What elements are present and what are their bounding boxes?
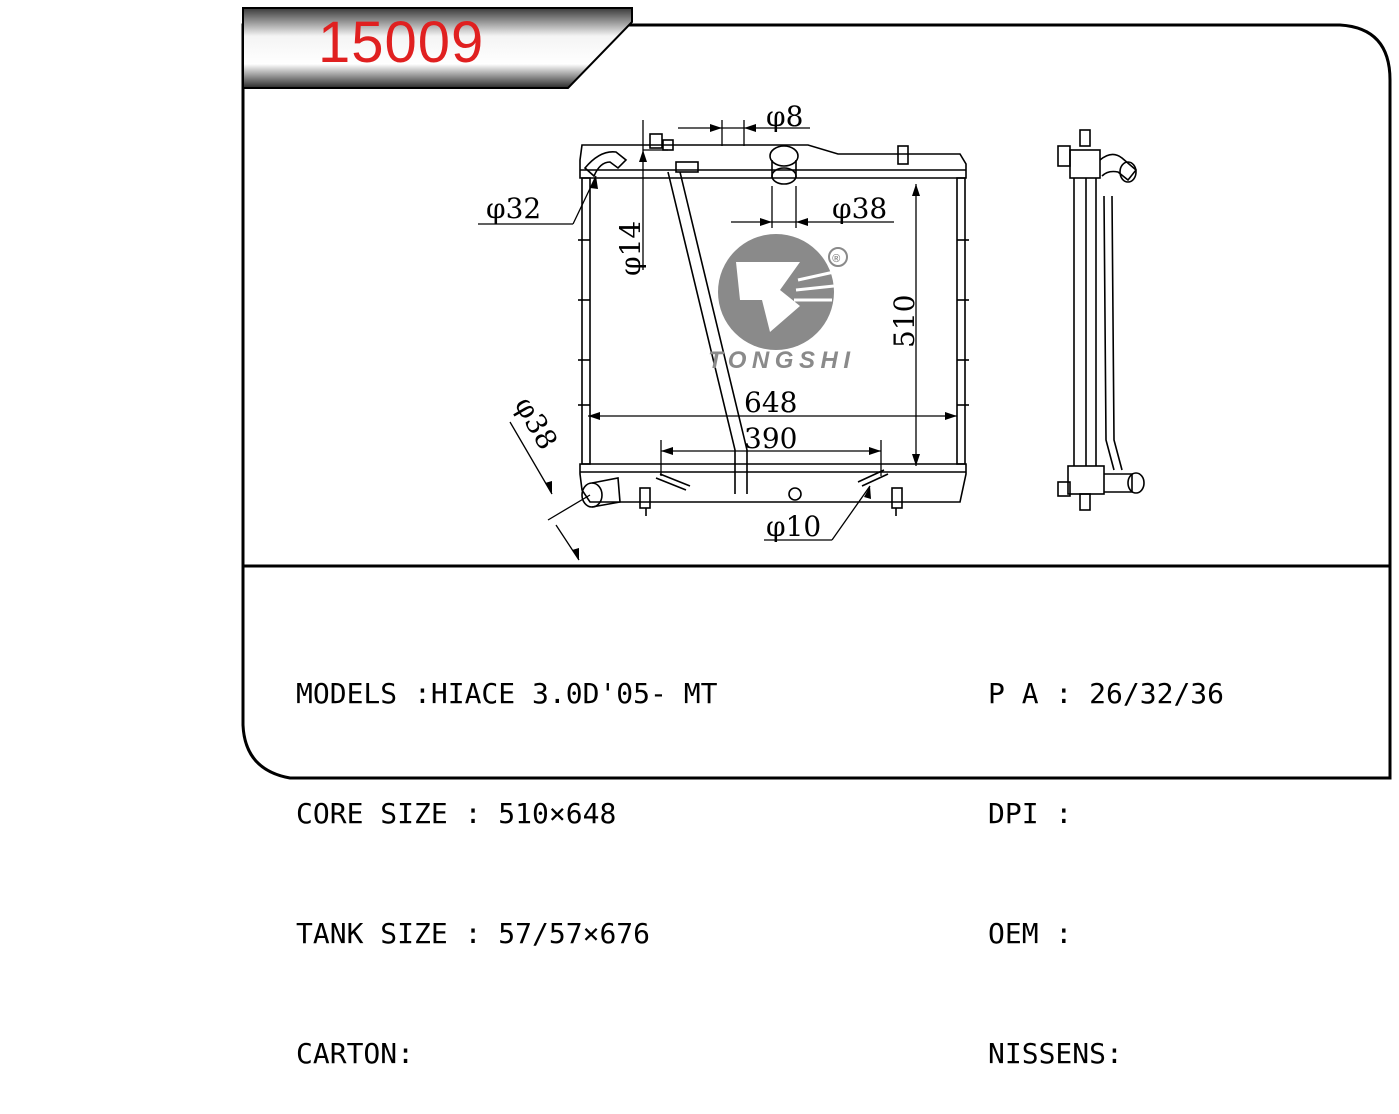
dim-phi-10: φ10 xyxy=(766,510,821,543)
dim-phi-8: φ8 xyxy=(766,100,803,133)
dim-width-648: 648 xyxy=(744,386,797,419)
spec-value: 57/57×676 xyxy=(498,917,651,950)
specs-left: MODELS :HIACE 3.0D'05- MT CORE SIZE : 51… xyxy=(296,594,717,1114)
specs-right: P A : 26/32/36 DPI : OEM : NISSENS: xyxy=(988,594,1224,1114)
spec-label: CARTON: xyxy=(296,1037,415,1070)
dim-phi-38-side: φ38 xyxy=(508,391,564,455)
spec-row-tank-size: TANK SIZE : 57/57×676 xyxy=(296,914,717,954)
dim-phi-32: φ32 xyxy=(486,192,541,225)
spec-row-models: MODELS :HIACE 3.0D'05- MT xyxy=(296,674,717,714)
spec-value: 510×648 xyxy=(498,797,617,830)
header-tab xyxy=(242,7,633,89)
spec-label: CORE SIZE : xyxy=(296,797,499,830)
tongshi-logo: ® TONGSHI xyxy=(708,234,851,374)
logo-brand-text: TONGSHI xyxy=(708,347,851,374)
spec-value: HIACE 3.0D'05- MT xyxy=(430,677,718,710)
spec-label: NISSENS: xyxy=(988,1037,1123,1070)
spec-label: MODELS : xyxy=(296,677,431,710)
logo-registered-mark: ® xyxy=(832,253,841,265)
sheet-border xyxy=(241,23,1392,780)
spec-label: TANK SIZE : xyxy=(296,917,499,950)
radiator-side-view xyxy=(1057,129,1145,511)
dim-phi-38-top: φ38 xyxy=(832,192,887,225)
dim-height-510: 510 xyxy=(888,295,921,348)
spec-value: 26/32/36 xyxy=(1089,677,1225,710)
drawing-sheet: φ8 φ32 φ14 φ38 510 648 390 φ38 φ10 ® TON… xyxy=(241,7,1392,780)
dimension-lines xyxy=(478,120,957,561)
spec-label: DPI : xyxy=(988,797,1073,830)
dimension-arrows xyxy=(545,124,957,560)
part-number: 15009 xyxy=(318,10,485,75)
spec-row-carton: CARTON: xyxy=(296,1034,717,1074)
spec-row-nissens: NISSENS: xyxy=(988,1034,1224,1074)
spec-row-oem: OEM : xyxy=(988,914,1224,954)
radiator-front-view xyxy=(578,133,969,516)
spec-row-pa: P A : 26/32/36 xyxy=(988,674,1224,714)
spec-label: P A : xyxy=(988,677,1090,710)
spec-row-core-size: CORE SIZE : 510×648 xyxy=(296,794,717,834)
spec-row-dpi: DPI : xyxy=(988,794,1224,834)
spec-label: OEM : xyxy=(988,917,1073,950)
dim-phi-14: φ14 xyxy=(614,221,647,276)
dim-width-390: 390 xyxy=(744,422,797,455)
